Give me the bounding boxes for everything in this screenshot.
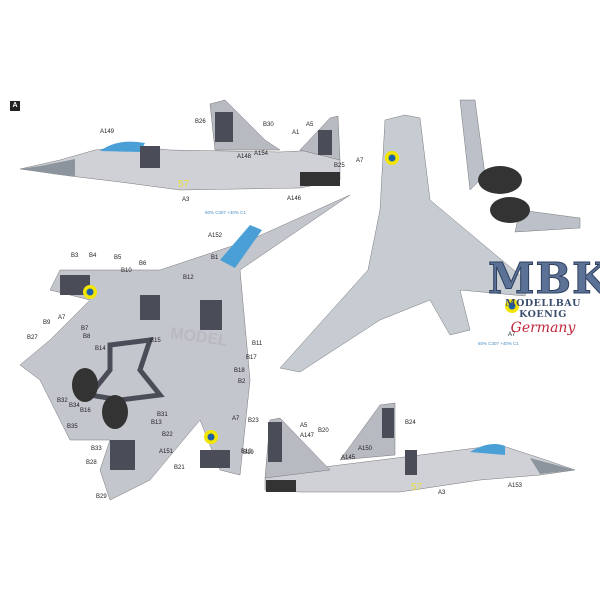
callout-label: B33 xyxy=(91,446,102,452)
callout-label: B11 xyxy=(252,341,263,347)
callout-label: A150 xyxy=(358,446,373,452)
callout-label: B22 xyxy=(162,432,173,438)
callout-label: A7 xyxy=(508,332,516,338)
callout-label: B4 xyxy=(89,253,97,259)
callout-label: B31 xyxy=(157,412,168,418)
callout-label: B3 xyxy=(71,253,79,259)
callout-label: A148 xyxy=(237,154,252,160)
callout-label: A145 xyxy=(341,455,356,461)
callout-label: B35 xyxy=(67,424,78,430)
side-view-top: 57 xyxy=(19,99,341,191)
callout-label: B10 xyxy=(121,268,132,274)
logo-country: Germany xyxy=(510,320,576,336)
callout-label: A7 xyxy=(356,158,364,164)
callout-label: A151 xyxy=(159,449,174,455)
callout-label: B15 xyxy=(150,338,161,344)
callout-label: B26 xyxy=(195,119,206,125)
callout-label: A153 xyxy=(508,483,523,489)
callout-label: B25 xyxy=(334,163,345,169)
mbk-logo: MBK MODELLBAU KOENIG Germany xyxy=(488,254,600,336)
callout-label: A146 xyxy=(287,196,302,202)
callout-label: B34 xyxy=(69,403,80,409)
callout-label: B6 xyxy=(139,261,147,267)
callout-label: A1 xyxy=(292,130,300,136)
callout-label: A154 xyxy=(254,151,269,157)
callout-label: B9 xyxy=(43,320,51,326)
callout-label: B12 xyxy=(183,275,194,281)
callout-label: B30 xyxy=(263,122,274,128)
callout-label: B18 xyxy=(234,368,245,374)
callout-label: B29 xyxy=(96,494,107,500)
callout-label: B2 xyxy=(238,379,246,385)
side-number-bottom: 57 xyxy=(411,482,423,493)
callout-label: B7 xyxy=(81,326,89,332)
callout-label: B21 xyxy=(174,465,185,471)
callout-label: B32 xyxy=(57,398,68,404)
callout-label: B28 xyxy=(86,460,97,466)
callout-label: A7 xyxy=(58,315,66,321)
side-number-top: 57 xyxy=(178,179,190,190)
callout-label: A3 xyxy=(182,197,190,203)
plan-view-lower xyxy=(19,194,351,501)
callout-label: B17 xyxy=(246,355,257,361)
callout-label: A3 xyxy=(438,490,446,496)
callout-label: B14 xyxy=(95,346,106,352)
callout-label: B1 xyxy=(211,255,219,261)
scheme-badge: A xyxy=(10,101,20,111)
callout-label: A147 xyxy=(300,433,315,439)
callout-label: B5 xyxy=(114,255,122,261)
callout-label: A152 xyxy=(208,233,223,239)
callout-label: B20 xyxy=(318,428,329,434)
callout-label: B16 xyxy=(80,408,91,414)
callout-label: B19 xyxy=(243,450,254,456)
callout-label: A5 xyxy=(306,122,314,128)
callout-label: A149 xyxy=(100,129,115,135)
callout-label: B19 xyxy=(241,449,252,455)
paint-mix-note: 60% C307 +40% C1 xyxy=(478,341,519,346)
callout-label: A7 xyxy=(232,416,240,422)
callout-label: B27 xyxy=(27,335,38,341)
side-view-bottom: 57 xyxy=(264,402,576,493)
callout-label: B8 xyxy=(83,334,91,340)
plan-view-upper xyxy=(279,99,581,373)
logo-main: MBK xyxy=(488,254,600,303)
callout-label: B24 xyxy=(405,420,416,426)
logo-sub: MODELLBAU KOENIG xyxy=(505,298,581,320)
callout-label: A5 xyxy=(300,423,308,429)
paint-mix-note: 60% C307 +40% C1 xyxy=(205,210,246,215)
callout-label: B23 xyxy=(248,418,259,424)
callout-label: B13 xyxy=(151,420,162,426)
